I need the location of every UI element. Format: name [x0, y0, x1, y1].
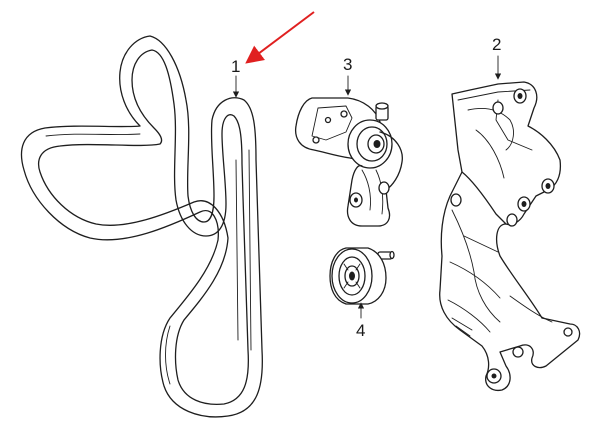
callout-1: 1	[231, 57, 240, 98]
callout-2: 2	[492, 35, 501, 80]
callout-label-2: 2	[492, 35, 501, 54]
accessory-bracket	[439, 81, 581, 392]
serpentine-belt	[20, 35, 263, 418]
callout-label-3: 3	[343, 55, 352, 74]
highlight-arrow	[245, 11, 315, 64]
callout-label-4: 4	[356, 321, 365, 340]
callout-label-1: 1	[231, 57, 240, 76]
callout-4: 4	[356, 302, 365, 340]
belt-tensioner	[294, 97, 403, 227]
callout-3: 3	[343, 55, 352, 96]
idler-pulley	[329, 247, 395, 305]
